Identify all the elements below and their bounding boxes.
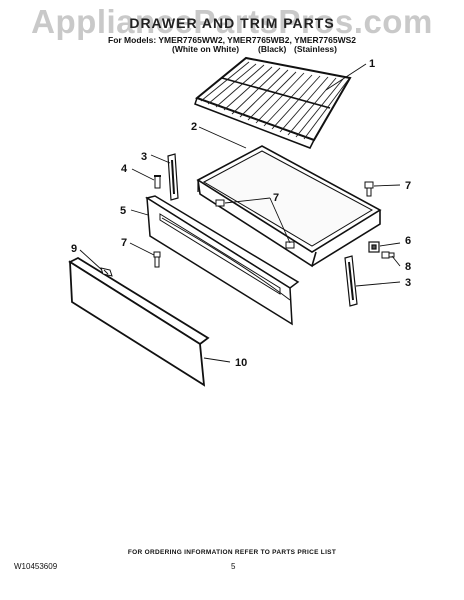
callout-2: 2 (191, 121, 197, 133)
screw-pan-left (215, 199, 225, 207)
callout-3a: 3 (141, 151, 147, 163)
models-line: For Models: YMER7765WW2, YMER7765WB2, YM… (108, 35, 356, 45)
glide-right (344, 255, 358, 307)
callout-7b: 7 (273, 192, 279, 204)
callout-6: 6 (405, 235, 411, 247)
screw-upper-right (364, 181, 374, 197)
callout-7c: 7 (121, 237, 127, 249)
oven-rack (194, 56, 352, 149)
diagram-title: DRAWER AND TRIM PARTS (129, 15, 335, 31)
callout-9: 9 (71, 243, 77, 255)
leader-lines (79, 63, 401, 363)
page-number: 5 (231, 562, 236, 571)
variant-stainless: (Stainless) (294, 44, 337, 54)
callout-5: 5 (120, 205, 126, 217)
ordering-note: FOR ORDERING INFORMATION REFER TO PARTS … (127, 549, 337, 556)
watermark: AppliancePartsPros.com (31, 3, 433, 40)
callout-1: 1 (369, 58, 375, 70)
bracket (368, 241, 380, 253)
variant-white: (White on White) (172, 44, 240, 54)
drawer-outer-front (68, 256, 210, 387)
drawer-front-panel (145, 195, 300, 326)
badge (100, 267, 113, 277)
document-number: W10453609 (14, 562, 58, 571)
callout-3b: 3 (405, 277, 411, 289)
callout-10: 10 (235, 357, 247, 369)
drawer-pan (196, 145, 382, 268)
variant-black: (Black) (258, 44, 287, 54)
callout-8: 8 (405, 261, 411, 273)
callout-4: 4 (121, 163, 128, 175)
screw-front (153, 251, 161, 268)
nut (381, 251, 395, 259)
callout-7a: 7 (405, 180, 411, 192)
bolt (154, 175, 161, 189)
glide-left (167, 153, 179, 201)
